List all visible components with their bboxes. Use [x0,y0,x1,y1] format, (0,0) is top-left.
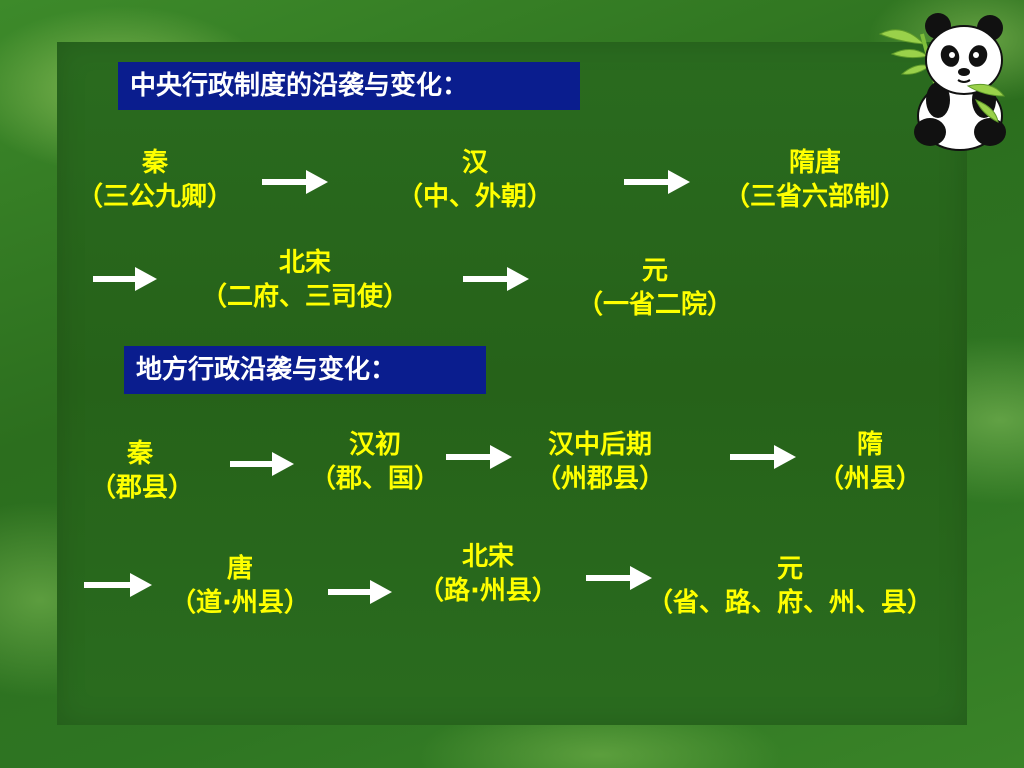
local-node-hanchu: 汉初 （郡、国） [300,428,450,496]
node-name: 隋唐 [788,148,841,178]
central-node-beisong: 北宋 （二府、三司使） [170,246,440,314]
local-node-hanzhonghouqi: 汉中后期 （州郡县） [520,428,680,496]
central-node-yuan: 元 （一省二院） [560,254,750,322]
node-name: 汉中后期 [547,430,652,460]
node-name: 北宋 [461,542,514,572]
local-node-qin: 秦 （郡县） [90,437,195,505]
arrow-right-icon [730,445,796,471]
node-detail: （路·州县） [418,576,558,606]
node-name: 汉初 [348,430,401,460]
arrow-right-icon [262,170,328,196]
node-detail: （郡、国） [309,464,440,494]
node-name: 北宋 [278,248,331,278]
node-name: 秦 [141,148,168,178]
local-node-yuan: 元 （省、路、府、州、县） [620,552,960,620]
central-node-qin: 秦 （三公九卿） [60,146,250,214]
node-name: 元 [776,554,803,584]
arrow-right-icon [328,580,392,606]
local-node-sui: 隋 （州县） [810,428,930,496]
panda-icon [878,13,1006,151]
arrow-right-icon [624,170,690,196]
node-name: 隋 [856,430,883,460]
node-detail: （道·州县） [170,588,310,618]
node-name: 汉 [461,148,488,178]
node-detail: （二府、三司使） [200,282,409,312]
node-detail: （三省六部制） [723,182,906,212]
node-detail: （州县） [817,464,922,494]
node-detail: （中、外朝） [396,182,553,212]
local-node-beisong: 北宋 （路·州县） [408,540,568,608]
node-name: 唐 [226,554,253,584]
node-name: 元 [641,256,668,286]
central-section-title: 中央行政制度的沿袭与变化： [118,62,580,110]
arrow-right-icon [463,267,529,293]
node-detail: （州郡县） [534,464,665,494]
node-detail: （三公九卿） [76,182,233,212]
central-node-han: 汉 （中、外朝） [380,146,570,214]
local-node-tang: 唐 （道·州县） [160,552,320,620]
node-detail: （一省二院） [576,290,733,320]
arrow-right-icon [93,267,157,293]
node-detail: （郡县） [90,473,195,503]
local-section-title: 地方行政沿袭与变化： [124,346,486,394]
central-node-suitang: 隋唐 （三省六部制） [700,146,930,214]
arrow-right-icon [230,452,294,478]
node-name: 秦 [126,439,153,469]
node-detail: （省、路、府、州、县） [646,588,933,618]
arrow-right-icon [586,566,652,592]
arrow-right-icon [84,573,152,599]
arrow-right-icon [446,445,512,471]
